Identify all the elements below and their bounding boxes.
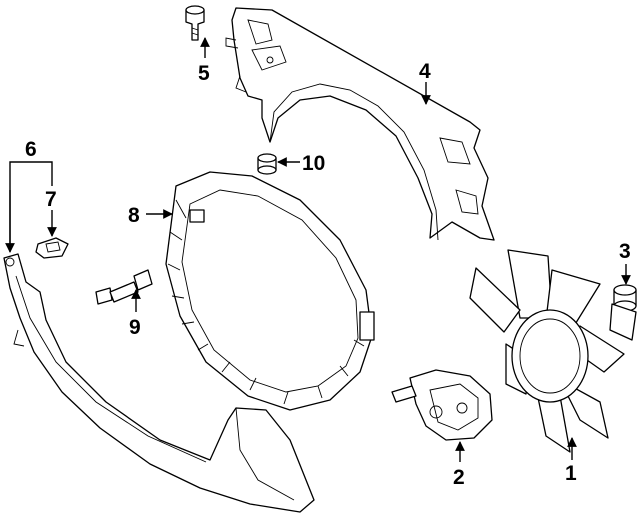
lower-fan-shroud: [3, 253, 315, 513]
callout-numbers: 1 2 3 4 5 6 7 8 9 10: [25, 60, 631, 489]
callout-8: 8: [128, 204, 140, 227]
fan-blades: [469, 249, 637, 453]
callout-3: 3: [619, 240, 631, 263]
callout-2: 2: [453, 466, 465, 489]
bolt-5: [185, 5, 205, 41]
clip-7: [35, 237, 69, 259]
leader-lines: [5, 37, 631, 462]
callout-6: 6: [25, 138, 37, 161]
callout-7: 7: [45, 188, 57, 211]
grommet-10: [257, 153, 277, 175]
callout-5: 5: [198, 62, 210, 85]
callout-4: 4: [419, 60, 431, 83]
stud-9: [95, 269, 153, 305]
fan-ring: [165, 171, 375, 411]
callout-10: 10: [302, 152, 325, 175]
callout-1: 1: [565, 462, 577, 485]
callout-9: 9: [129, 316, 141, 339]
fan-clutch: [391, 369, 493, 441]
upper-fan-shroud: [225, 7, 495, 241]
